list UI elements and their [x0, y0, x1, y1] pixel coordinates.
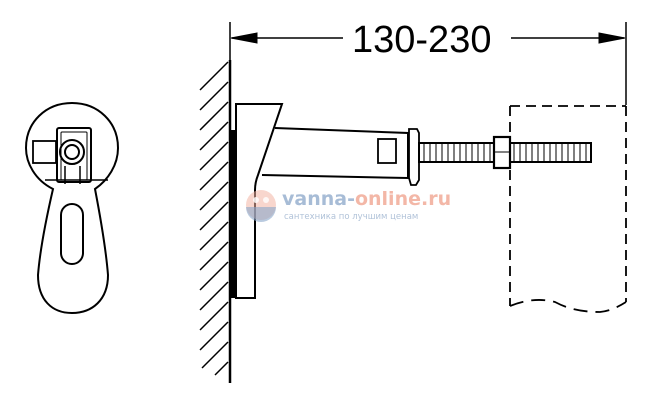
watermark-brand-main: vanna-	[282, 188, 355, 210]
dimension-label: 130-230	[352, 19, 492, 61]
threaded-rod	[418, 135, 592, 170]
watermark-logo-icon	[246, 190, 276, 222]
front-view-bracket	[24, 101, 120, 315]
fixture-outline-dashed	[509, 105, 627, 313]
watermark-brand-accent: online.ru	[354, 188, 452, 210]
watermark-brand: vanna-online.ru	[282, 188, 451, 210]
wall	[199, 60, 232, 383]
side-view-bracket	[231, 103, 420, 299]
watermark-tagline: сантехника по лучшим ценам	[284, 212, 419, 222]
